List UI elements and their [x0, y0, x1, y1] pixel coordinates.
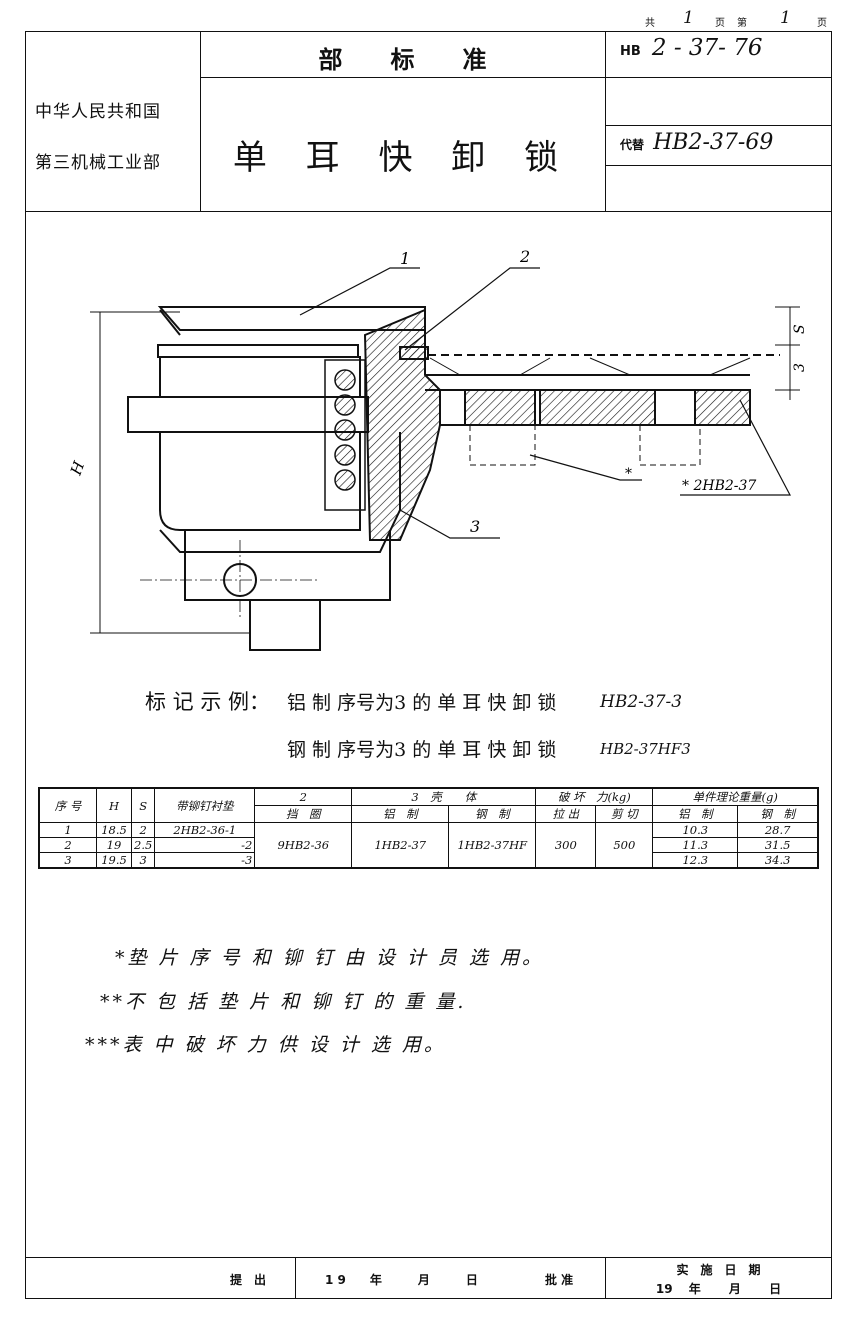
row3-wa: 12.3 [652, 852, 739, 869]
page-current-suffix: 页 [817, 18, 827, 29]
th-part3: 3 壳 体 [351, 787, 537, 806]
row2-seq: 2 [38, 837, 97, 853]
th-sub-3a: 铝 制 [351, 805, 450, 823]
drawing-frame [25, 31, 832, 1299]
row1-wa: 10.3 [652, 822, 739, 838]
code-prefix: HB [620, 44, 641, 59]
footer-divider-2 [605, 1257, 607, 1299]
row2-S: 2.5 [130, 837, 156, 853]
row2-H: 19 [96, 837, 132, 853]
th-part2: 2 [254, 787, 353, 806]
cell-part3b: 1HB2-37HF [448, 822, 537, 869]
th-H: H [96, 787, 132, 823]
table-row: 3 19.5 3 -3 12.3 34.3 [38, 852, 819, 869]
cell-force-pull: 300 [535, 822, 597, 869]
marking-example-line2-code: HB2-37HF3 [600, 740, 691, 758]
row2-wb: 31.5 [737, 837, 819, 853]
cell-force-shear: 500 [595, 822, 654, 869]
row2-rivet: -2 [154, 837, 256, 853]
code-value: 2 - 37- 76 [651, 35, 763, 61]
marking-example-line2-text: 钢 制 序号为3 的 单 耳 快 卸 锁 [287, 739, 557, 761]
row1-S: 2 [130, 822, 156, 838]
star-callout: * [625, 466, 632, 482]
th-force: 破 坏 力(kg) [535, 787, 654, 806]
standard-code: HB 2 - 37- 76 [620, 35, 763, 61]
issuer-line-1: 中华人民共和国 [35, 102, 161, 122]
header-rule-3 [605, 165, 832, 167]
lock-assembly-drawing: 1 2 3 H S 3 * * 2HB2-37 [67, 247, 808, 651]
callout-3: 3 [470, 517, 480, 536]
replace-code: 代替 HB2-37-69 [620, 130, 773, 155]
th-weight: 单件理论重量(g) [652, 787, 819, 806]
th-rivet: 带铆钉衬垫 [154, 787, 256, 823]
row3-wb: 34.3 [737, 852, 819, 869]
replace-prefix: 代替 [620, 138, 645, 152]
th-sub-fa: 拉 出 [535, 805, 597, 823]
footer-date: 1 9 年 月 日 [325, 1273, 478, 1287]
page-counter: 共 1 页 第 1 页 [645, 8, 855, 30]
cell-part2: 9HB2-36 [254, 822, 353, 869]
header-rule-2 [605, 125, 832, 127]
row3-S: 3 [130, 852, 156, 869]
marking-example-label: 标 记 示 例： [145, 690, 271, 714]
page-total: 1 [683, 8, 694, 28]
footer-divider-1 [295, 1257, 297, 1299]
page-total-suffix: 页 [715, 18, 725, 29]
footer-impl-date: 19 年 月 日 [655, 1282, 782, 1296]
marking-example-line1-text: 铝 制 序号为3 的 单 耳 快 卸 锁 [287, 692, 557, 714]
note-1: *垫 片 序 号 和 铆 钉 由 设 计 员 选 用。 [115, 947, 544, 969]
row2-wa: 11.3 [652, 837, 739, 853]
row1-wb: 28.7 [737, 822, 819, 838]
table-subheader-row: 挡 圈 铝 制 钢 制 拉 出 剪 切 铝 制 钢 制 [39, 805, 819, 823]
footer-impl: 实 施 日 期 [676, 1263, 761, 1277]
th-sub-wa: 铝 制 [652, 805, 739, 823]
marking-example-line1-code: HB2-37-3 [600, 692, 683, 712]
row3-rivet: -3 [154, 852, 256, 869]
cell-part3a: 1HB2-37 [351, 822, 450, 869]
row3-seq: 3 [38, 852, 97, 869]
th-S: S [130, 787, 156, 823]
table-row: 1 18.5 2 2HB2-36-1 9HB2-36 1HB2-37 1HB2-… [38, 822, 819, 869]
th-sub-3b: 钢 制 [448, 805, 537, 823]
table-row: 2 19 2.5 -2 11.3 31.5 [38, 837, 819, 853]
row1-rivet: 2HB2-36-1 [154, 822, 256, 838]
page-current: 1 [780, 8, 791, 28]
callout-2: 2 [519, 247, 530, 266]
note-2: **不 包 括 垫 片 和 铆 钉 的 重 量. [100, 991, 467, 1013]
th-seq: 序 号 [38, 787, 97, 823]
replace-value: HB2-37-69 [653, 130, 774, 155]
footer-proposer: 提 出 [230, 1273, 267, 1287]
footer-approve: 批 准 [545, 1273, 574, 1287]
th-sub-2: 挡 圈 [254, 805, 353, 823]
page-current-prefix: 第 [737, 18, 747, 29]
footer-rule [25, 1257, 832, 1259]
th-sub-fb: 剪 切 [595, 805, 654, 823]
dim-h: H [67, 458, 89, 478]
dim-s: S [792, 324, 808, 334]
document-title: 单 耳 快 卸 锁 [232, 138, 573, 178]
note-3: ***表 中 破 坏 力 供 设 计 选 用。 [85, 1034, 446, 1056]
row1-seq: 1 [38, 822, 97, 838]
rivet-callout: * 2HB2-37 [682, 478, 756, 494]
callout-1: 1 [400, 249, 410, 268]
header-divider-1 [200, 31, 202, 211]
header-divider-2 [605, 31, 607, 211]
th-sub-wb: 钢 制 [737, 805, 819, 823]
row1-H: 18.5 [96, 822, 132, 838]
page-total-prefix: 共 [645, 18, 655, 29]
table-header-row: 序 号 H S 带铆钉衬垫 2 3 壳 体 破 坏 力(kg) 单件理论重量(g… [38, 787, 819, 823]
standard-type: 部 标 准 [318, 46, 487, 74]
row3-H: 19.5 [96, 852, 132, 869]
issuer-line-2: 第三机械工业部 [35, 153, 161, 173]
dim-3: 3 [792, 363, 808, 372]
header-rule-1 [200, 77, 832, 79]
header-bottom-rule [25, 211, 832, 213]
spec-table: 序 号 H S 带铆钉衬垫 2 3 壳 体 破 坏 力(kg) 单件理论重量(g… [38, 787, 819, 869]
